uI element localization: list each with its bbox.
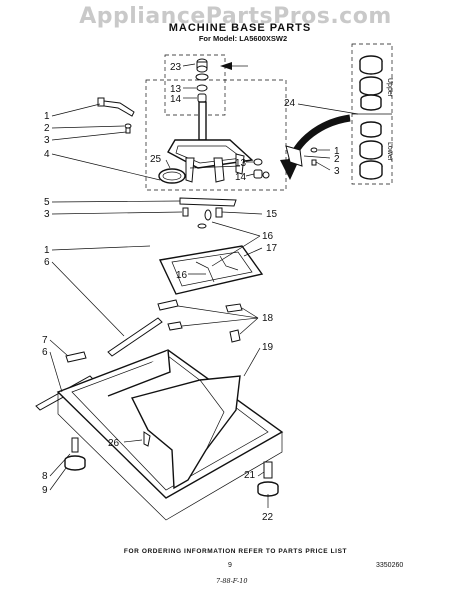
- callout-18: 18: [262, 313, 274, 324]
- callout-1-top-left: 1: [44, 111, 50, 122]
- part-6-rail: [107, 317, 163, 357]
- callout-22: 22: [262, 512, 274, 523]
- pump-parts-box: [164, 54, 226, 116]
- part-19-base-frame: [56, 349, 284, 521]
- part-13-gasket: [196, 84, 208, 92]
- callout-3-right: 3: [334, 166, 340, 177]
- callout-26: 26: [108, 438, 120, 449]
- callout-17: 17: [266, 243, 278, 254]
- lower-label: Lower: [386, 142, 393, 162]
- page-number: 9: [228, 562, 232, 569]
- part-23-seal: [195, 58, 209, 81]
- upper-label: Upper: [386, 78, 393, 98]
- part-25-ring: [158, 168, 186, 184]
- callout-14-top: 14: [170, 94, 182, 105]
- callout-6-lower: 6: [42, 347, 48, 358]
- part-8-9-leveling-foot: [64, 437, 86, 471]
- callout-14-right: 14: [235, 172, 247, 183]
- part-21-22-foot: [257, 461, 279, 497]
- callout-24: 24: [284, 98, 296, 109]
- part-18-clips: [157, 299, 243, 343]
- bracket-assembly-right: [285, 145, 318, 167]
- callout-8: 8: [42, 471, 48, 482]
- upper-bearing-set: [359, 55, 383, 111]
- callout-19: 19: [262, 342, 274, 353]
- callout-9: 9: [42, 485, 48, 496]
- part-7-clip: [65, 351, 87, 363]
- callout-5: 5: [44, 197, 50, 208]
- bracket-assembly-top-left: [97, 97, 135, 134]
- leader-lines: [49, 63, 359, 508]
- callout-13-top: 13: [170, 84, 182, 95]
- part-17-plate: [158, 245, 264, 295]
- callout-16-center: 16: [176, 270, 188, 281]
- callout-2-right: 2: [334, 154, 340, 165]
- indicator-arrow: [220, 62, 232, 70]
- callout-25: 25: [150, 154, 162, 165]
- part-26-hook: [143, 431, 151, 447]
- part-3-15-fasteners: [182, 207, 223, 229]
- handwritten-note: 7-88-F-10: [216, 577, 248, 585]
- document-number: 3350260: [376, 562, 404, 569]
- callout-2-top-left: 2: [44, 123, 50, 134]
- callout-16-right: 16: [262, 231, 274, 242]
- callout-6-upper: 6: [44, 257, 50, 268]
- callout-23: 23: [170, 62, 182, 73]
- callout-3-middle: 3: [44, 209, 50, 220]
- transmission-box: [145, 79, 287, 191]
- callout-1-middle: 1: [44, 245, 50, 256]
- part-14-retainer: [197, 93, 207, 103]
- callout-4: 4: [44, 149, 50, 160]
- ordering-note: FOR ORDERING INFORMATION REFER TO PARTS …: [123, 548, 348, 555]
- callout-1-right: 1: [334, 146, 340, 157]
- page-title: MACHINE BASE PARTS: [168, 22, 312, 34]
- part-13-14-right: [253, 158, 270, 179]
- callout-13-right: 13: [235, 158, 247, 169]
- callout-7: 7: [42, 335, 48, 346]
- gearcase-assembly: [167, 101, 254, 183]
- callout-21: 21: [244, 470, 256, 481]
- lower-bearing-set: [359, 121, 383, 180]
- callout-3-top-left: 3: [44, 135, 50, 146]
- model-subtitle: For Model: LA5600XSW2: [198, 34, 288, 43]
- part-5-bracket: [179, 197, 237, 207]
- callout-15: 15: [266, 209, 278, 220]
